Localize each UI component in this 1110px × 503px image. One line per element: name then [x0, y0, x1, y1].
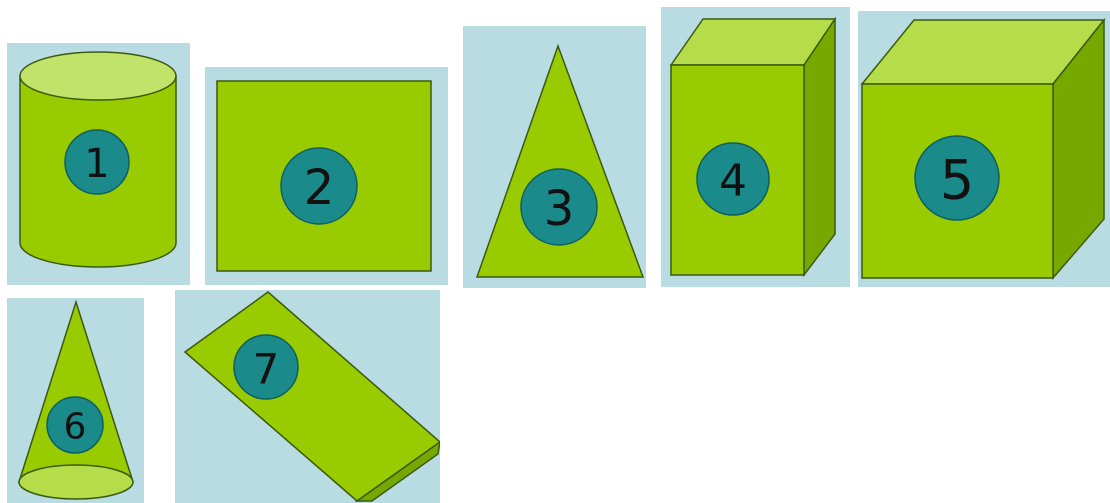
shape-label-4: 4: [719, 156, 747, 207]
cone-icon: 6: [7, 298, 144, 503]
shape-label-5: 5: [940, 149, 974, 212]
shape-card-6: 6: [7, 298, 144, 503]
shape-label-7: 7: [253, 345, 280, 394]
shape-label-1: 1: [84, 141, 109, 187]
shape-label-2: 2: [304, 160, 335, 216]
shape-card-1: 1: [7, 43, 190, 285]
shape-label-3: 3: [544, 181, 575, 237]
shape-card-2: 2: [205, 67, 448, 285]
shape-label-6: 6: [64, 407, 87, 448]
cube-icon: 5: [858, 11, 1110, 287]
box-icon: 4: [661, 7, 850, 287]
cylinder-icon: 1: [7, 43, 190, 285]
square-icon: 2: [205, 67, 448, 285]
triangle-icon: 3: [463, 26, 646, 288]
shape-card-7: 7: [175, 290, 440, 503]
shape-card-5: 5: [858, 11, 1110, 287]
shape-card-3: 3: [463, 26, 646, 288]
shape-card-4: 4: [661, 7, 850, 287]
box-icon: 7: [175, 290, 440, 503]
